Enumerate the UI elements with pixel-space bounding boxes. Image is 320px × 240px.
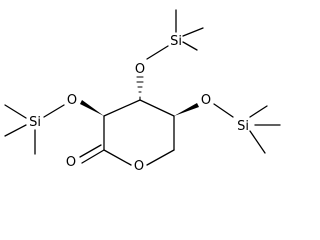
atom-si-right: Si [237, 119, 249, 134]
atom-si-top: Si [170, 34, 182, 49]
atom-o-top: O [135, 62, 145, 77]
bond-oring-c1 [103, 149, 132, 166]
tms-group-right: O Si [201, 93, 281, 154]
atom-o-carbonyl: O [66, 155, 76, 170]
tms-group-top: O Si [135, 9, 204, 77]
bond-c3-c4 [139, 99, 175, 117]
chemical-structure: O Si O Si O Si O O [4, 9, 281, 174]
atom-si-left: Si [29, 115, 41, 130]
pyranone-ring [103, 99, 175, 166]
tms-group-left: O Si [4, 93, 77, 155]
hashed-bond-top [136, 76, 144, 101]
carbonyl-double-bond [79, 144, 105, 164]
wedge-bond-right [174, 103, 199, 116]
atom-o-right: O [201, 93, 211, 108]
atom-o-ring: O [134, 159, 144, 174]
wedge-bond-left [80, 100, 104, 116]
bond-c2-c3 [103, 99, 141, 117]
atom-o-left: O [67, 93, 77, 108]
bond-c5-oring [146, 149, 175, 166]
